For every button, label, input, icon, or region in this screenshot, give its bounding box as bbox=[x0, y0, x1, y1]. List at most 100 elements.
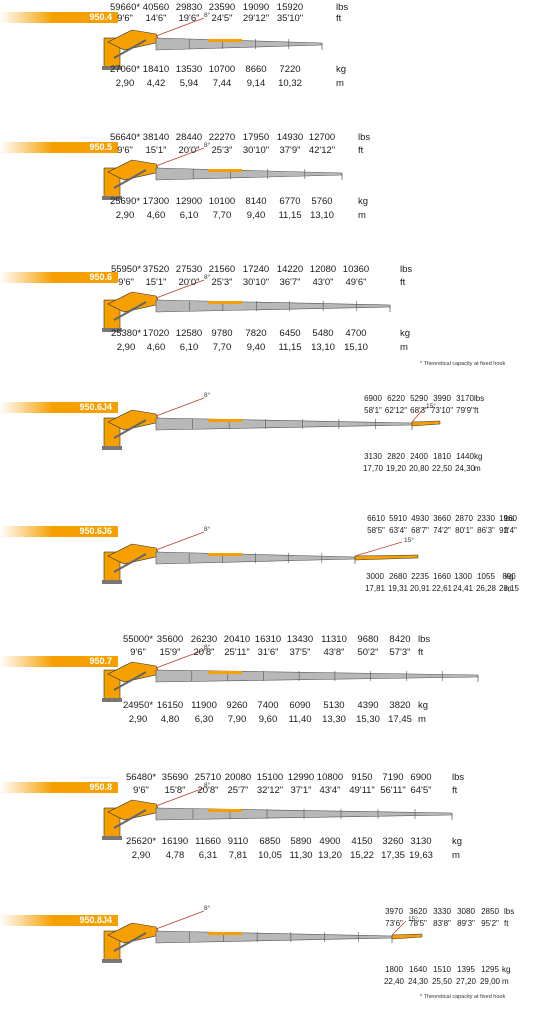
value-cell: 1300 bbox=[454, 572, 472, 581]
crane-drawing: 8° bbox=[102, 781, 453, 840]
value-cell: 17300 bbox=[142, 196, 170, 207]
value-cell: 3080 bbox=[457, 907, 475, 916]
value-cell: 1510 bbox=[433, 965, 451, 974]
value-cell: 13,20 bbox=[318, 850, 342, 861]
value-cell: 78'5" bbox=[409, 919, 427, 928]
value-cell: 13,10 bbox=[311, 342, 335, 353]
value-cell: 10700 bbox=[208, 64, 236, 75]
value-cell: 25380* bbox=[110, 328, 142, 339]
unit-label: ft bbox=[474, 406, 479, 415]
value-cell: 37'9" bbox=[279, 145, 301, 156]
value-cell: 20,91 bbox=[409, 584, 431, 593]
value-cell: 15,10 bbox=[344, 342, 368, 353]
value-cell: 5890 bbox=[290, 836, 312, 847]
value-cell: 7,70 bbox=[212, 342, 232, 353]
unit-label: kg bbox=[358, 196, 369, 207]
value-cell: 3970 bbox=[385, 907, 403, 916]
value-cell: 16310 bbox=[254, 634, 282, 645]
outreach-ft-row: 9'6"15'1"20'0"25'3"30'10"37'9"42'12"ft bbox=[0, 145, 533, 157]
value-cell: 55000* bbox=[122, 634, 154, 645]
value-cell: 6,10 bbox=[179, 210, 199, 221]
footnote: * Theoretical capacity at fixed hook bbox=[420, 994, 505, 1000]
unit-label: kg bbox=[474, 452, 483, 461]
value-cell: 11,40 bbox=[288, 714, 312, 725]
value-cell: 27060* bbox=[109, 64, 141, 75]
unit-label: ft bbox=[504, 526, 509, 535]
value-cell: 56640* bbox=[109, 132, 141, 143]
value-cell: 56480* bbox=[125, 772, 157, 783]
value-cell: 24,41 bbox=[452, 584, 474, 593]
value-cell: 79'9" bbox=[456, 406, 474, 415]
unit-label: lbs bbox=[336, 2, 349, 13]
value-cell: 24,30 bbox=[407, 977, 429, 986]
value-cell: 4,78 bbox=[165, 850, 185, 861]
value-cell: 9'6" bbox=[130, 647, 146, 658]
value-cell: 26,28 bbox=[475, 584, 497, 593]
value-cell: 15920 bbox=[276, 2, 304, 13]
value-cell: 5,94 bbox=[179, 78, 199, 89]
value-cell: 42'12" bbox=[308, 145, 336, 156]
value-cell: 29'12" bbox=[242, 13, 270, 24]
value-cell: 68'7" bbox=[411, 526, 429, 535]
value-cell: 10,32 bbox=[278, 78, 302, 89]
value-cell: 4700 bbox=[345, 328, 367, 339]
crane-diagram: 8° bbox=[102, 11, 323, 70]
value-cell: 3000 bbox=[366, 572, 384, 581]
model-tag: 950.6 bbox=[0, 272, 118, 283]
value-cell: 25690* bbox=[109, 196, 141, 207]
model-tag: 950.7 bbox=[0, 656, 118, 667]
model-tag: 950.8 bbox=[0, 782, 118, 793]
value-cell: 4150 bbox=[351, 836, 373, 847]
value-cell: 9,14 bbox=[246, 78, 266, 89]
crane-drawing: 8° bbox=[102, 273, 391, 332]
value-cell: 4930 bbox=[411, 514, 429, 523]
boom-angle-label: 8° bbox=[204, 141, 211, 149]
value-cell: 37'1" bbox=[290, 785, 312, 796]
value-cell: 3130 bbox=[410, 836, 432, 847]
value-cell: 18410 bbox=[142, 64, 170, 75]
value-cell: 92'4" bbox=[499, 526, 517, 535]
value-cell: 7,81 bbox=[228, 850, 248, 861]
value-cell: 6450 bbox=[279, 328, 301, 339]
value-cell: 2400 bbox=[410, 452, 428, 461]
outreach-ft-row: 9'6"14'6"19'6"24'5"29'12"35'10"ft bbox=[0, 13, 533, 25]
outreach-ft-row: 9'6"15'1"20'0"25'3"30'10"36'7"43'0"49'6"… bbox=[0, 277, 533, 289]
value-cell: 5130 bbox=[323, 700, 345, 711]
value-cell: 89'3" bbox=[457, 919, 475, 928]
value-cell: 11,30 bbox=[289, 850, 313, 861]
crane-drawing: 8°15° bbox=[102, 391, 441, 450]
crane-drawing: 8°15° bbox=[102, 525, 419, 584]
value-cell: 49'11" bbox=[349, 785, 375, 796]
value-cell: 9'6" bbox=[117, 145, 133, 156]
boom-angle-label: 8° bbox=[204, 11, 211, 19]
crane-diagram: 8°15° bbox=[102, 904, 423, 963]
value-cell: 28440 bbox=[175, 132, 203, 143]
value-cell: 3990 bbox=[433, 394, 451, 403]
value-cell: 15'8" bbox=[164, 785, 186, 796]
value-cell: 2,90 bbox=[128, 714, 148, 725]
value-cell: 62'12" bbox=[384, 406, 408, 415]
value-cell: 6850 bbox=[259, 836, 281, 847]
unit-label: m bbox=[502, 977, 509, 986]
value-cell: 30'10" bbox=[242, 277, 270, 288]
value-cell: 1440 bbox=[456, 452, 474, 461]
value-cell: 63'4" bbox=[389, 526, 407, 535]
value-cell: 2870 bbox=[455, 514, 473, 523]
value-cell: 9'6" bbox=[117, 13, 133, 24]
value-cell: 8140 bbox=[245, 196, 267, 207]
value-cell: 25710 bbox=[194, 772, 222, 783]
value-cell: 25'7" bbox=[227, 785, 249, 796]
value-cell: 17950 bbox=[242, 132, 270, 143]
value-cell: 14'6" bbox=[145, 13, 167, 24]
value-cell: 50'2" bbox=[357, 647, 379, 658]
value-cell: 4,60 bbox=[146, 342, 166, 353]
value-cell: 10360 bbox=[342, 264, 370, 275]
